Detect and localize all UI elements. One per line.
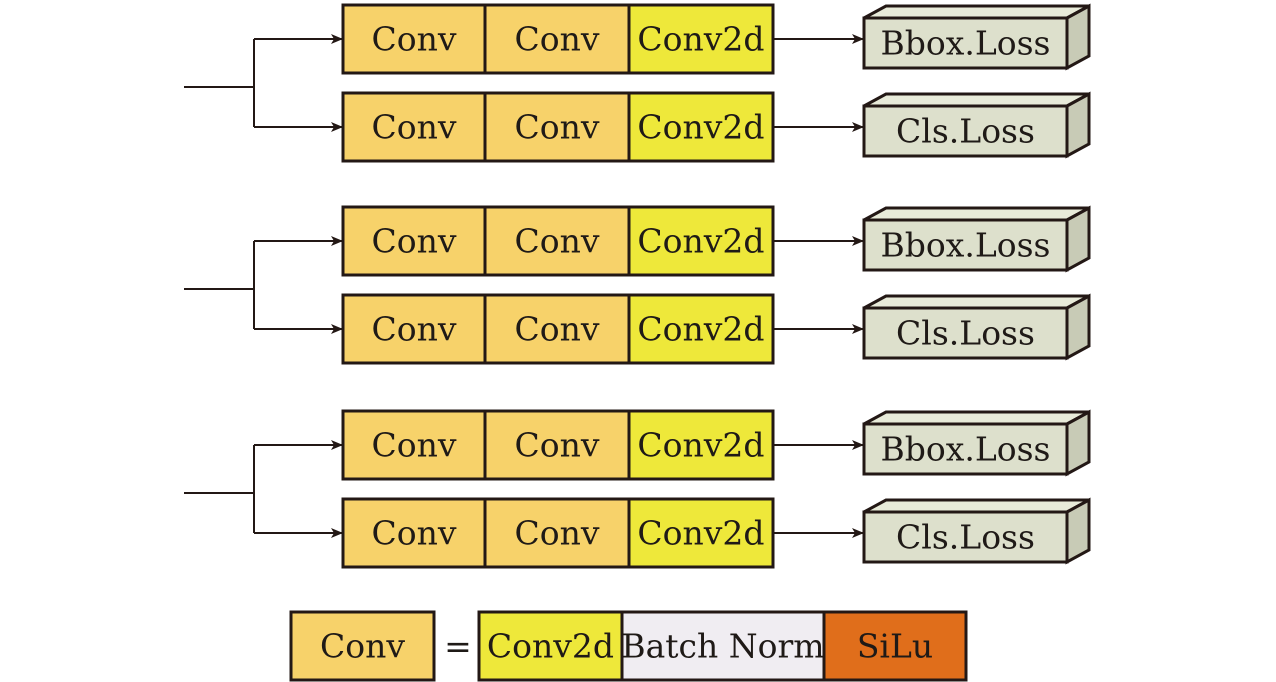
loss-label: Cls.Loss (896, 112, 1035, 151)
loss-box-side (1065, 3, 1091, 71)
legend-conv-block (289, 610, 436, 682)
conv2d-label: Conv2d (637, 310, 764, 349)
legend-conv-label: Conv (320, 627, 405, 666)
conv2d-label: Conv2d (637, 20, 764, 59)
loss-box-top (863, 92, 1090, 108)
loss-box-top (863, 498, 1090, 514)
conv2d-label: Conv2d (637, 426, 764, 465)
conv-label: Conv (371, 426, 456, 465)
loss-box-top (863, 206, 1090, 222)
conv2d-label: Conv2d (637, 222, 764, 261)
legend-conv2d-block (477, 610, 624, 682)
conv-label: Conv (371, 514, 456, 553)
conv-label: Conv (514, 20, 599, 59)
loss-label: Cls.Loss (896, 518, 1035, 557)
conv2d-label: Conv2d (637, 514, 764, 553)
conv-block (483, 409, 631, 481)
cls-branch: Conv Conv Conv2d Cls.Loss (254, 497, 1091, 569)
conv-label: Conv (371, 108, 456, 147)
conv2d-block (627, 3, 775, 75)
cls-loss-box: Cls.Loss (862, 293, 1091, 361)
cls-branch: Conv Conv Conv2d Cls.Loss (254, 91, 1091, 163)
bbox-branch: Conv Conv Conv2d Bbox.Loss (254, 3, 1091, 75)
conv-label: Conv (514, 222, 599, 261)
loss-box-side (1065, 497, 1091, 565)
loss-box-top (863, 4, 1090, 20)
loss-box-front (862, 306, 1069, 360)
conv-block (341, 409, 487, 481)
conv-block (341, 3, 487, 75)
conv-label: Conv (514, 310, 599, 349)
loss-label: Cls.Loss (896, 314, 1035, 353)
loss-box-side (1065, 205, 1091, 273)
loss-label: Bbox.Loss (881, 430, 1051, 469)
conv2d-label: Conv2d (637, 108, 764, 147)
legend-batch-norm-block (620, 610, 826, 682)
conv-block (483, 497, 631, 569)
legend-silu-block (822, 610, 968, 682)
conv-block (483, 293, 631, 365)
conv-block (341, 293, 487, 365)
bbox-branch: Conv Conv Conv2d Bbox.Loss (254, 409, 1091, 481)
conv2d-block (627, 205, 775, 277)
conv-label: Conv (371, 310, 456, 349)
loss-box-front (862, 422, 1069, 476)
conv-block (341, 91, 487, 163)
loss-box-front (862, 16, 1069, 70)
conv-block (483, 205, 631, 277)
conv-label: Conv (514, 514, 599, 553)
conv2d-block (627, 293, 775, 365)
loss-box-top (863, 294, 1090, 310)
loss-box-side (1065, 91, 1091, 159)
loss-label: Bbox.Loss (881, 226, 1051, 265)
legend-conv2d-label: Conv2d (487, 627, 614, 666)
conv-label: Conv (514, 426, 599, 465)
loss-box-front (862, 104, 1069, 158)
conv2d-block (627, 91, 775, 163)
loss-box-side (1065, 293, 1091, 361)
legend-silu-label: SiLu (857, 627, 933, 666)
conv-label: Conv (371, 222, 456, 261)
bbox-branch: Conv Conv Conv2d Bbox.Loss (254, 205, 1091, 277)
conv-label: Conv (371, 20, 456, 59)
cls-loss-box: Cls.Loss (862, 91, 1091, 159)
conv-block (483, 3, 631, 75)
loss-label: Bbox.Loss (881, 24, 1051, 63)
bbox-loss-box: Bbox.Loss (862, 409, 1091, 477)
loss-box-top (863, 410, 1090, 426)
conv-block (341, 205, 487, 277)
legend-equals-sign: = (444, 627, 472, 666)
conv2d-block (627, 409, 775, 481)
cls-branch: Conv Conv Conv2d Cls.Loss (254, 293, 1091, 365)
cls-loss-box: Cls.Loss (862, 497, 1091, 565)
loss-box-front (862, 510, 1069, 564)
conv-block (341, 497, 487, 569)
conv-label: Conv (514, 108, 599, 147)
bbox-loss-box: Bbox.Loss (862, 3, 1091, 71)
loss-box-front (862, 218, 1069, 272)
bbox-loss-box: Bbox.Loss (862, 205, 1091, 273)
loss-box-side (1065, 409, 1091, 477)
legend-batch-norm-label: Batch Norm (621, 627, 824, 666)
